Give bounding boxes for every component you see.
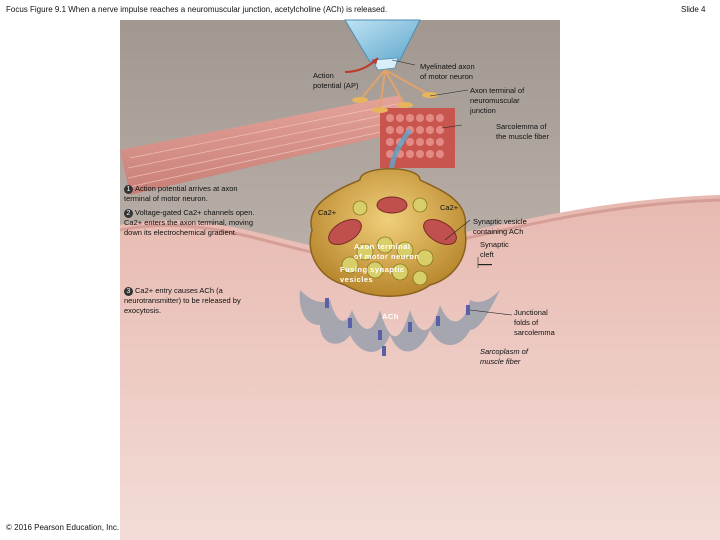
step-number: 2 bbox=[124, 208, 133, 218]
myelinated-axon bbox=[344, 19, 438, 113]
label-sarcoplasm: Sarcoplasm of muscle fiber bbox=[480, 347, 528, 366]
muscle-fiber bbox=[120, 95, 410, 195]
figure-title: Focus Figure 9.1 When a nerve impulse re… bbox=[6, 5, 388, 14]
muscle-tissue bbox=[120, 195, 720, 540]
label-synaptic-vesicle: Synaptic vesicle containing ACh bbox=[473, 217, 527, 236]
label-axon-terminal-center: Axon terminal of motor neuron bbox=[354, 242, 420, 261]
label-calcium-left: Ca2+ bbox=[318, 208, 337, 217]
label-junctional-folds: Junctional folds of sarcolemma bbox=[514, 308, 555, 337]
label-synaptic-cleft: Synaptic cleft bbox=[480, 240, 509, 259]
label-fusing-vesicles: Fusing synaptic vesicles bbox=[340, 265, 405, 284]
label-sarcolemma: Sarcolemma of the muscle fiber bbox=[496, 122, 549, 141]
slide-number: Slide 4 bbox=[681, 5, 706, 14]
label-axon-terminal-nmj: Axon terminal of neuromuscular junction bbox=[470, 86, 525, 115]
step-number: 3 bbox=[124, 286, 133, 296]
step-text: Voltage-gated Ca2+ channels open. Ca2+ e… bbox=[124, 208, 255, 237]
step-number: 1 bbox=[124, 184, 133, 194]
label-ach: ACh bbox=[382, 312, 399, 321]
step-text: Action potential arrives at axon termina… bbox=[124, 184, 238, 203]
label-myelinated-axon: Myelinated axon of motor neuron bbox=[420, 62, 475, 81]
junctional-folds bbox=[299, 290, 500, 356]
step-text: Ca2+ entry causes ACh (a neurotransmitte… bbox=[124, 286, 241, 315]
axon-terminal bbox=[309, 168, 467, 297]
copyright: © 2016 Pearson Education, Inc. bbox=[6, 523, 120, 532]
label-action-potential: Action potential (AP) bbox=[313, 71, 359, 90]
label-calcium-right: Ca2+ bbox=[440, 203, 459, 212]
